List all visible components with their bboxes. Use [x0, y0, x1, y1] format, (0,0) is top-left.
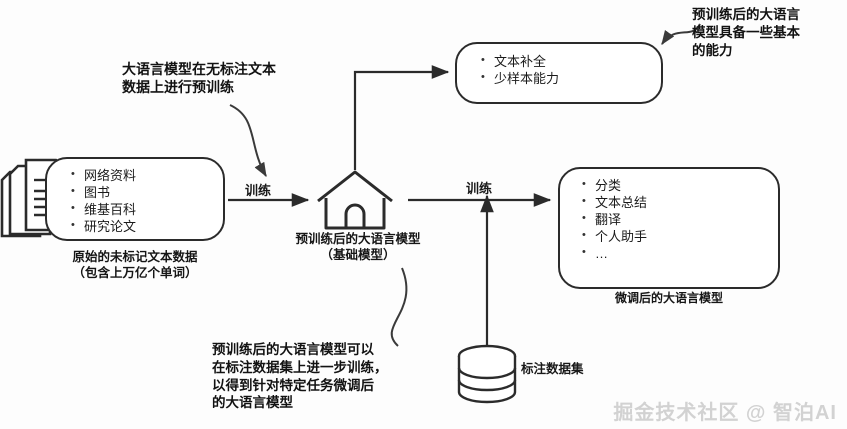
database-icon [457, 194, 517, 404]
base-capabilities-box: 文本补全 少样本能力 [455, 42, 663, 104]
caption-line: 预训练后的大语言模型 [295, 232, 421, 246]
list-item: 研究论文 [69, 218, 136, 236]
list-item: 维基百科 [69, 201, 136, 219]
annotation-line: 预训练后的大语言 [692, 7, 800, 22]
edge-label-train-2: 训练 [466, 181, 493, 196]
annotation-line: 以得到针对特定任务微调后 [212, 377, 374, 393]
finetuned-capabilities-box: 分类 文本总结 翻译 个人助手 … [558, 167, 780, 289]
annotation-line: 大语言模型在无标注文本 [122, 61, 276, 77]
list-item: 少样本能力 [479, 70, 559, 88]
list-item: 分类 [580, 177, 647, 195]
annotation-line: 数据上进行预训练 [122, 79, 234, 96]
list-item: 个人助手 [580, 228, 647, 246]
data-sources-box: 网络资料 图书 维基百科 研究论文 [45, 157, 225, 241]
caption-line: 原始的未标记文本数据 [72, 250, 198, 264]
labeled-dataset-label: 标注数据集 [521, 362, 584, 376]
annotation-finetuning: 预训练后的大语言模型可以 在标注数据集上进一步训练， 以得到针对特定任务微调后 … [212, 341, 388, 412]
house-icon [317, 170, 393, 230]
annotation-line: 预训练后的大语言模型可以 [212, 342, 374, 357]
finetuned-model-caption: 微调后的大语言模型 [562, 291, 776, 306]
data-sources-list: 网络资料 图书 维基百科 研究论文 [69, 167, 136, 236]
caption-line: （包含上万亿个单词） [72, 265, 198, 280]
finetuned-capabilities-list: 分类 文本总结 翻译 个人助手 … [580, 177, 647, 263]
list-item: 网络资料 [69, 167, 136, 185]
caption-line: 微调后的大语言模型 [614, 291, 723, 305]
list-item: 图书 [69, 184, 136, 202]
base-capabilities-list: 文本补全 少样本能力 [479, 53, 559, 88]
annot-curve-finetuning [390, 267, 408, 347]
data-sources-caption: 原始的未标记文本数据 （包含上万亿个单词） [10, 250, 260, 281]
list-item: … [580, 245, 647, 263]
watermark: 掘金技术社区 @ 智泊AI [613, 402, 837, 424]
list-item: 文本总结 [580, 194, 647, 212]
edge-label-train-1: 训练 [245, 183, 272, 198]
annotation-line: 模型具备一些基本 [692, 24, 800, 40]
annotation-pretraining: 大语言模型在无标注文本 数据上进行预训练 [122, 60, 276, 97]
annotation-line: 的能力 [692, 42, 733, 58]
edge-house-to-capabilities [353, 65, 450, 170]
annotation-base-abilities: 预训练后的大语言 模型具备一些基本 的能力 [692, 6, 800, 59]
list-item: 文本补全 [479, 53, 559, 71]
annot-curve-pretraining [229, 104, 267, 178]
list-item: 翻译 [580, 211, 647, 229]
annotation-line: 在标注数据集上进一步训练， [212, 359, 388, 375]
annotation-line: 的大语言模型 [212, 395, 293, 411]
base-model-caption: 预训练后的大语言模型 （基础模型） [258, 232, 458, 263]
caption-line: （基础模型） [320, 247, 396, 262]
